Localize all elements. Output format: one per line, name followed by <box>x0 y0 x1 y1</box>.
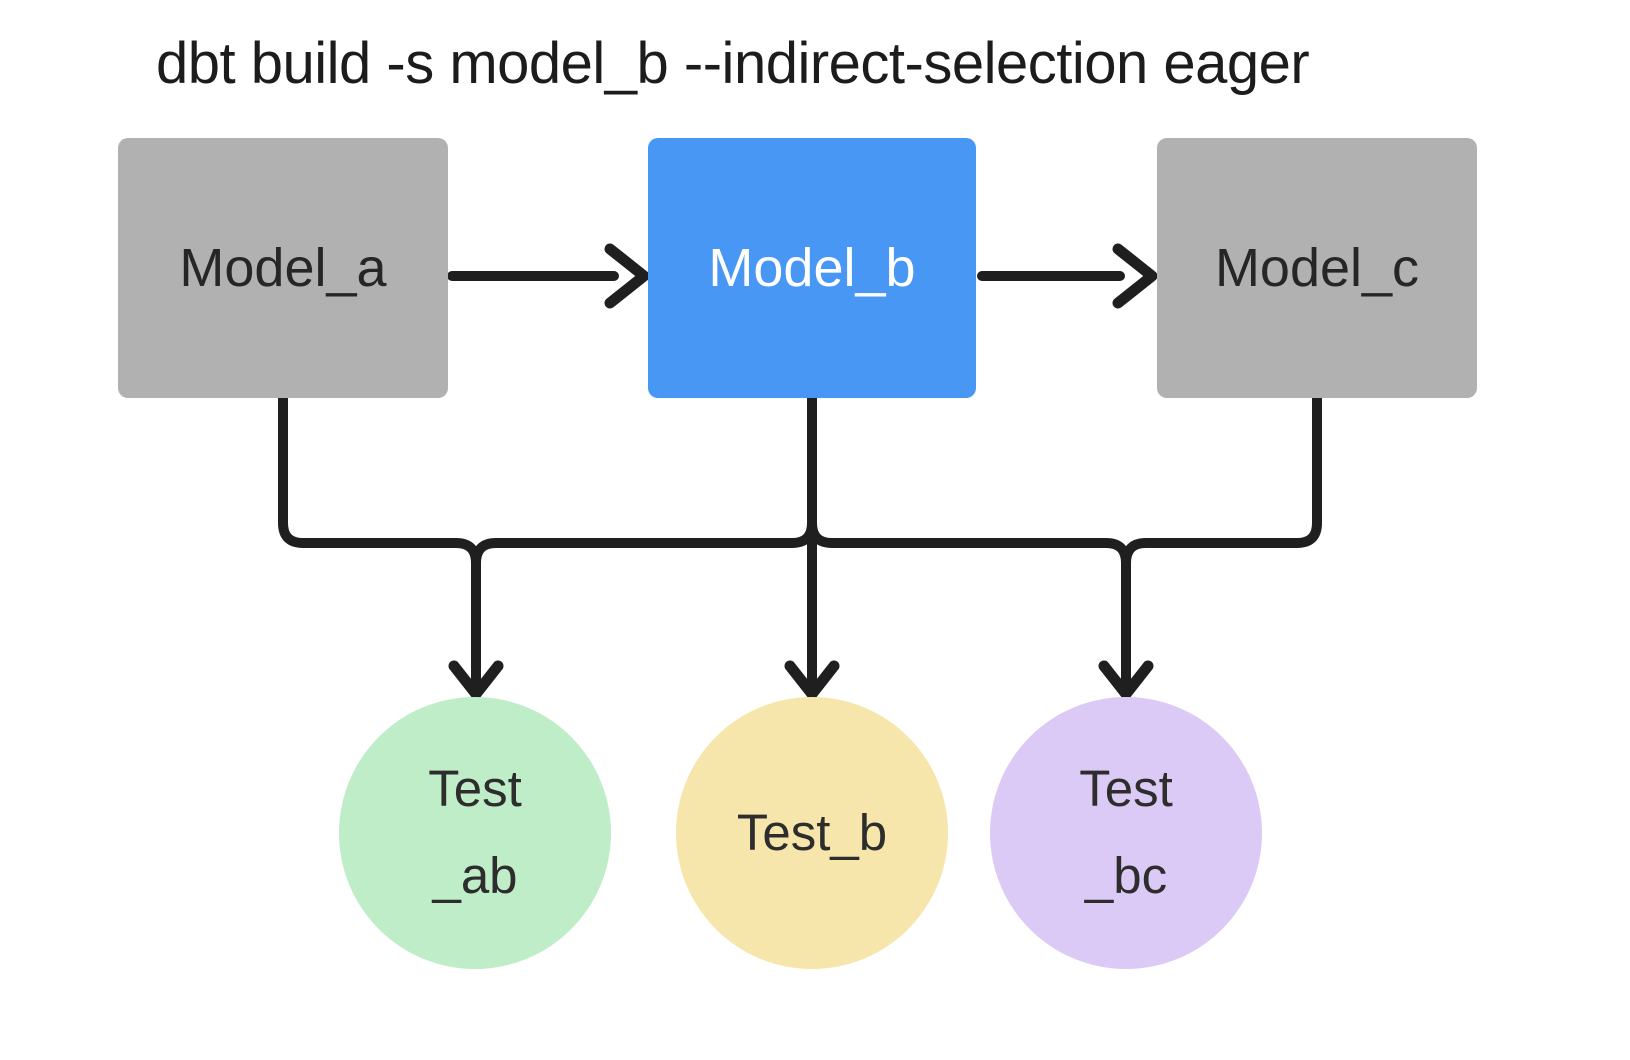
node-model-a[interactable]: Model_a <box>118 138 448 398</box>
arrowhead-test_ab-icon <box>448 660 504 700</box>
node-model-c[interactable]: Model_c <box>1157 138 1477 398</box>
edge-model_b-to-test_bc <box>807 392 1131 691</box>
arrowhead-model_c-icon <box>1112 243 1158 309</box>
arrowhead-model_b-icon <box>604 243 650 309</box>
node-test-b[interactable]: Test_b <box>676 697 948 969</box>
edge-model_b-to-test_ab <box>471 392 817 568</box>
arrowhead-test_bc-icon <box>1098 660 1154 700</box>
test-bc-label-line1: Test <box>1079 760 1173 818</box>
edge-model_a-to-model_b <box>447 243 650 309</box>
diagram-title: dbt build -s model_b --indirect-selectio… <box>156 31 1310 96</box>
arrowhead-test_b-icon <box>784 660 840 700</box>
node-model-b[interactable]: Model_b <box>648 138 976 398</box>
test-ab-label-line2: _ab <box>432 847 518 904</box>
edge-model_c-to-test_bc <box>1121 392 1322 568</box>
edge-model_b-to-model_c <box>977 243 1158 309</box>
test-bc-label-line2: _bc <box>1084 847 1168 904</box>
test-b-label: Test_b <box>736 803 888 861</box>
node-test-bc[interactable]: Test _bc <box>990 697 1262 969</box>
node-test-ab[interactable]: Test _ab <box>339 697 611 969</box>
model-c-label: Model_c <box>1214 238 1420 298</box>
test-ab-label-line1: Test <box>428 760 522 818</box>
model-a-label: Model_a <box>179 238 387 298</box>
edge-model_a-to-test_ab <box>278 392 481 691</box>
model-b-label: Model_b <box>708 238 916 298</box>
